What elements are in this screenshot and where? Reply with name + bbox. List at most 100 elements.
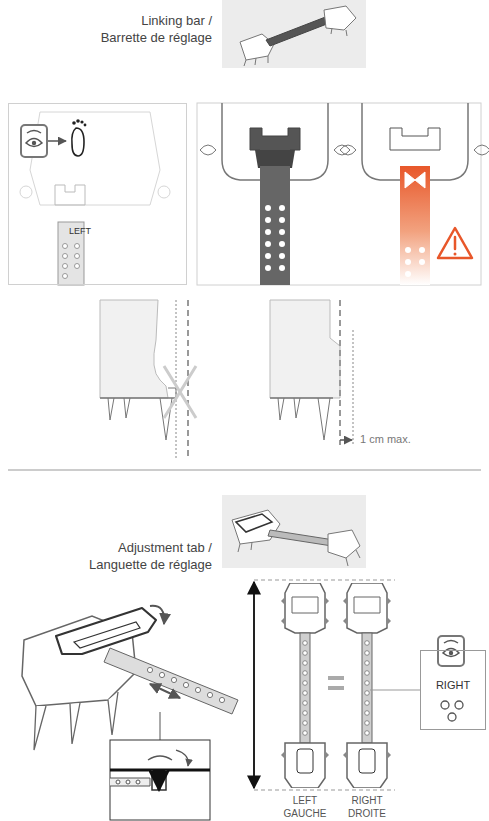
linking-bar-wrong — [400, 166, 430, 285]
bar-clip — [255, 150, 295, 168]
hole — [419, 247, 425, 253]
hole — [75, 254, 80, 259]
crampon-points — [34, 692, 118, 750]
slide-arrow — [150, 684, 180, 698]
toe — [80, 120, 83, 123]
caption-label: Adjustment tab / Languette de réglage — [86, 540, 212, 574]
toe — [72, 121, 76, 125]
picture-box — [222, 495, 366, 568]
front-frame — [328, 530, 360, 558]
bar-clip — [390, 128, 440, 150]
eye-symbol — [444, 641, 458, 644]
crampon-points — [244, 28, 347, 66]
inset-tab — [148, 756, 172, 760]
bar-holes — [147, 667, 224, 702]
picture-box — [222, 0, 366, 68]
boot-profile — [100, 300, 168, 398]
hole — [279, 241, 285, 247]
hole — [405, 271, 411, 277]
faint-crampon — [20, 186, 170, 198]
crampon-points — [278, 398, 330, 440]
part-label: RIGHT — [421, 679, 485, 692]
bar-holes — [116, 780, 140, 784]
hole — [171, 677, 176, 682]
adjustment-tab — [74, 622, 140, 648]
caption-label: LEFT GAUCHE — [282, 794, 328, 820]
linking-bar — [260, 166, 290, 285]
hole — [265, 217, 271, 223]
reference-line — [254, 580, 395, 581]
front-frame — [240, 34, 274, 60]
lift-arrow — [150, 606, 164, 624]
reference-line — [353, 330, 354, 445]
eye-symbol — [21, 125, 47, 157]
inset-box — [110, 740, 210, 820]
hole — [265, 265, 271, 271]
hole — [183, 682, 188, 687]
leader-line — [370, 690, 420, 691]
warning-symbol — [454, 253, 457, 256]
hole — [75, 244, 80, 249]
hole — [136, 780, 140, 784]
foot-symbol — [72, 128, 84, 156]
hole — [63, 274, 68, 279]
heel-frame — [324, 6, 356, 30]
hole — [265, 253, 271, 259]
wrong-mark — [164, 366, 196, 418]
inset-clip — [152, 770, 166, 790]
hole — [279, 265, 285, 271]
crampon-frame — [270, 397, 333, 399]
pointer-arrow — [48, 140, 66, 142]
hole — [419, 259, 425, 265]
hole — [159, 672, 164, 677]
hole — [441, 701, 449, 709]
hole — [279, 253, 285, 259]
hole — [147, 667, 152, 672]
length-arrow — [253, 582, 255, 788]
callout-box: LEFT — [8, 103, 187, 285]
separator-rule — [8, 470, 481, 471]
foot-symbol — [72, 119, 86, 126]
hole — [63, 264, 68, 269]
hole — [195, 687, 200, 692]
warning-symbol — [438, 228, 472, 258]
leader-line — [160, 712, 161, 740]
crampon-right — [343, 583, 391, 788]
hole — [405, 247, 411, 253]
caption-label: Linking bar / Barrette de réglage — [96, 13, 212, 47]
hole — [265, 205, 271, 211]
push-arrow — [158, 772, 161, 790]
hole — [405, 259, 411, 265]
crampon-left — [281, 583, 329, 788]
crampon-frame — [100, 397, 176, 399]
bar-holes — [405, 247, 425, 277]
hole — [116, 780, 120, 784]
eye-symbol — [449, 651, 453, 655]
crampon-points — [108, 398, 172, 440]
eye-symbol — [26, 139, 42, 147]
crampon-points — [238, 542, 360, 566]
caption-label: 1 cm max. — [360, 432, 430, 446]
bar-holes — [441, 701, 463, 721]
hole — [63, 244, 68, 249]
eye-symbol — [27, 131, 41, 134]
hole — [279, 229, 285, 235]
toe — [76, 119, 80, 123]
hole — [279, 205, 285, 211]
hole — [265, 229, 271, 235]
hole — [279, 217, 285, 223]
heel-frame — [232, 510, 280, 544]
warning-symbol — [454, 237, 457, 249]
inset-bar — [110, 778, 150, 786]
close-arrow — [176, 750, 188, 766]
bar-guide — [55, 185, 85, 205]
hole — [126, 780, 130, 784]
reference-line — [176, 300, 177, 458]
callout-box: RIGHT — [420, 650, 486, 730]
hole — [265, 241, 271, 247]
caption-label: RIGHT DROITE — [344, 794, 390, 820]
bar-clip-mark — [405, 172, 425, 188]
dimension-arrow — [340, 439, 352, 441]
